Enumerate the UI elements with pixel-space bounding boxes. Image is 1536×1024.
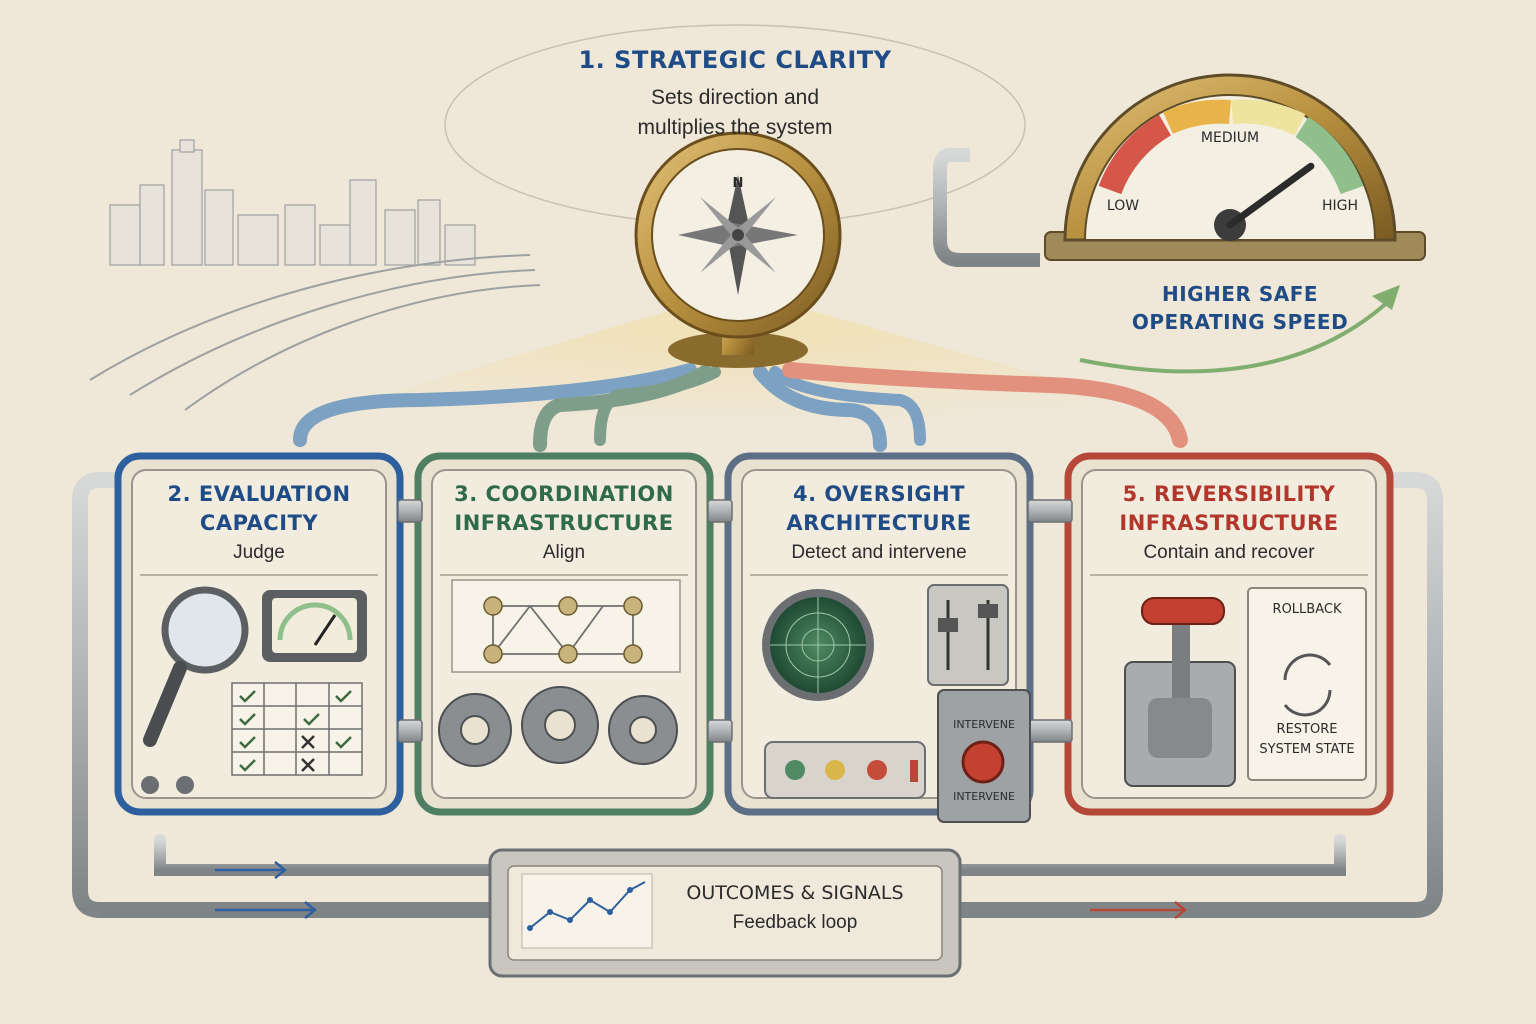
gauge-low-label: LOW	[1106, 198, 1140, 214]
strategic-clarity-line2: multiplies the system	[637, 116, 833, 139]
panel-evaluation-subtitle: Judge	[233, 542, 285, 563]
strategic-clarity-line1: Sets direction and	[650, 86, 820, 109]
compass-pipes	[293, 362, 1188, 452]
panel-connectors	[397, 499, 1073, 743]
speed-label-line2: OPERATING SPEED	[1131, 310, 1349, 334]
feedback-box	[488, 848, 962, 978]
strategic-clarity-title: 1. STRATEGIC CLARITY	[578, 46, 892, 74]
speed-label-line1: HIGHER SAFE	[1161, 282, 1319, 306]
panel-reversibility-subtitle: Contain and recover	[1143, 542, 1315, 563]
panel-reversibility-title-1: 5. REVERSIBILITY	[1122, 482, 1336, 506]
gauge-medium-label: MEDIUM	[1200, 130, 1260, 146]
gauge-needle	[1226, 162, 1315, 229]
loop-flow-arrows	[215, 861, 1188, 919]
evaluation-meter	[262, 590, 367, 662]
radar-screen-icon	[762, 589, 874, 701]
panel-coordination-title-1: 3. COORDINATION	[454, 482, 674, 506]
speed-arrow	[1079, 298, 1392, 374]
evaluation-knobs	[141, 776, 194, 794]
feedback-trend-points	[527, 887, 633, 931]
checklist-grid	[231, 682, 363, 776]
rollback-lever-icon	[1124, 597, 1236, 787]
feedback-title: OUTCOMES & SIGNALS	[686, 882, 904, 904]
panel-evaluation-title-1: 2. EVALUATION	[167, 482, 351, 506]
intervene-button-housing	[937, 689, 1031, 823]
compass-illustration	[634, 131, 842, 368]
panel-evaluation-title-2: CAPACITY	[199, 511, 319, 535]
panel-coordination-subtitle: Align	[542, 542, 586, 563]
gauge-high-label: HIGH	[1321, 198, 1359, 214]
speed-gauge-illustration	[933, 73, 1426, 267]
feedback-subtitle: Feedback loop	[732, 912, 858, 933]
compass-north-label: N	[732, 176, 744, 191]
panel-reversibility-title-2: INFRASTRUCTURE	[1119, 511, 1339, 535]
panel-coordination-title-2: INFRASTRUCTURE	[454, 511, 674, 535]
city-skyline-illustration	[89, 139, 541, 411]
magnifying-glass-icon	[143, 586, 249, 747]
network-diagram-icon	[451, 579, 681, 673]
loop-pipe	[72, 472, 1443, 918]
intervene-button[interactable]: INTERVENE	[953, 790, 1015, 803]
panel-oversight-subtitle: Detect and intervene	[791, 542, 967, 563]
panel-oversight-title-2: ARCHITECTURE	[786, 511, 972, 535]
status-lights	[764, 741, 926, 799]
speed-arrow-head	[1372, 285, 1400, 310]
restore-label-2: SYSTEM STATE	[1259, 742, 1355, 757]
panel-oversight-title-1: 4. OVERSIGHT	[792, 482, 966, 506]
rollback-card	[1247, 587, 1367, 781]
intervene-label: INTERVENE	[953, 718, 1015, 731]
gears-icon	[438, 686, 678, 767]
slider-controls	[927, 584, 1009, 686]
restore-label-1: RESTORE	[1276, 722, 1338, 737]
rollback-label: ROLLBACK	[1272, 602, 1342, 617]
